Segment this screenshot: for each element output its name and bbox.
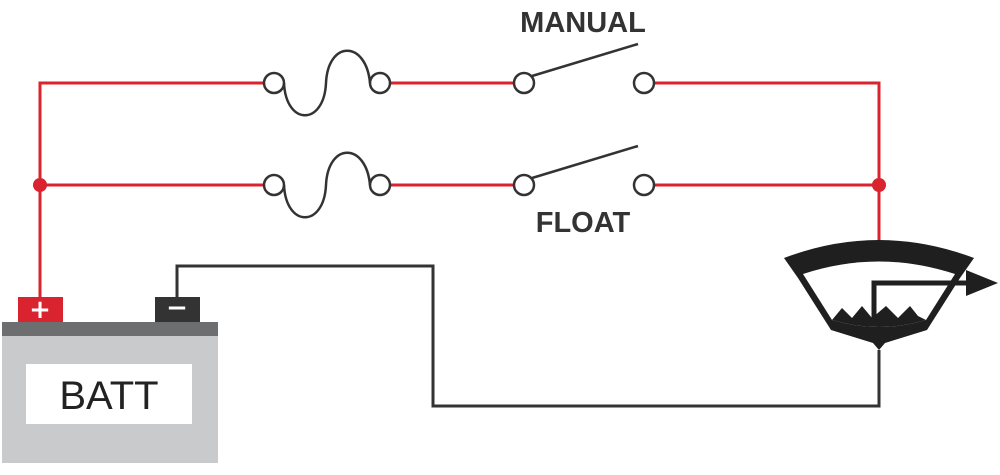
negative-wire <box>175 264 881 408</box>
fuse-float-terminal-left <box>262 173 286 197</box>
battery-top-band <box>2 322 218 336</box>
bilge-pump-icon <box>784 240 998 350</box>
fuse-manual-terminal-left <box>262 71 286 95</box>
pump-outlet-arrow-icon <box>966 270 998 296</box>
manual-label: MANUAL <box>520 7 646 39</box>
battery: + − BATT <box>2 293 218 463</box>
manual-switch-lever-icon <box>531 42 639 78</box>
battery-label: BATT <box>59 374 158 418</box>
fuse-float-terminal-right <box>368 173 392 197</box>
pump-outlet-pipe <box>871 280 972 320</box>
battery-label-panel <box>26 364 192 424</box>
fuse-manual-symbol-icon <box>282 49 372 117</box>
float-switch-lever-icon <box>531 144 639 180</box>
float-switch-terminal-right <box>632 173 656 197</box>
fuse-float-symbol-icon <box>282 151 372 219</box>
negative-terminal <box>155 297 200 322</box>
positive-terminal <box>18 297 63 322</box>
manual-switch <box>512 42 656 95</box>
float-switch-terminal-left <box>512 173 536 197</box>
manual-branch-wire-left <box>38 81 263 297</box>
junction-dot-right <box>872 178 886 192</box>
manual-branch-wire-right <box>655 81 881 240</box>
positive-wiring <box>38 81 881 297</box>
fuse-float <box>262 151 392 219</box>
fuse-manual-terminal-right <box>368 71 392 95</box>
float-label: FLOAT <box>536 207 631 239</box>
junction-dot-left <box>33 178 47 192</box>
fuse-manual <box>262 49 392 117</box>
manual-switch-terminal-right <box>632 71 656 95</box>
pump-water-icon <box>832 306 926 327</box>
float-switch <box>512 144 656 197</box>
positive-terminal-label: + <box>29 295 51 325</box>
negative-terminal-label: − <box>166 293 188 323</box>
manual-switch-terminal-left <box>512 71 536 95</box>
